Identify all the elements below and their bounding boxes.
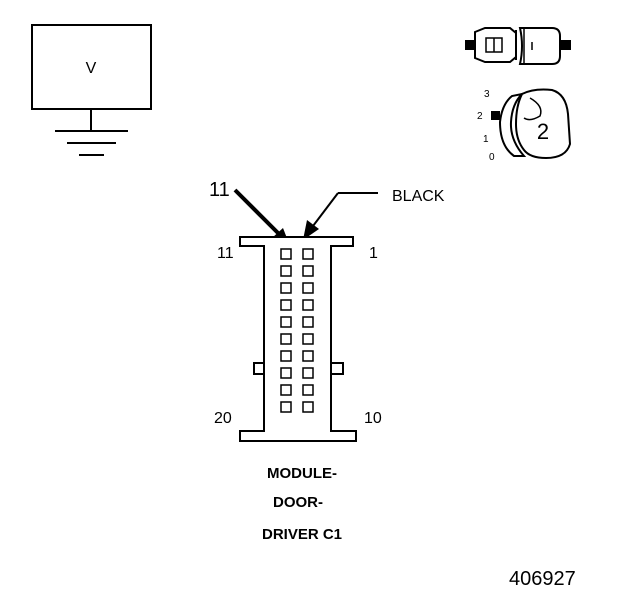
pin-cavity [302,333,314,345]
pin-cavity [280,350,292,362]
pin-cavity [280,316,292,328]
pin-cavity [280,384,292,396]
selector-position-icon: 3 2 1 0 2 [477,88,572,163]
voltmeter-ground-icon: V [31,24,152,156]
pin-label-top-right: 1 [369,245,378,262]
pin-cavity [302,350,314,362]
caption-line-2: DOOR- [273,494,323,511]
pin-label-top-left: 11 [217,245,234,262]
color-callout: BLACK [303,188,445,240]
connector-color-label: BLACK [392,188,445,205]
pin-cavity [302,316,314,328]
selector-position-2: 2 [477,111,483,122]
pin-cavity [280,282,292,294]
pin-cavity [302,367,314,379]
pin-cavity [280,401,292,413]
pin-cavity [280,248,292,260]
pin-cavity [280,333,292,345]
pin-cavity [302,265,314,277]
pin-callout: 11 [209,179,290,246]
figure-number: 406927 [509,568,576,590]
latch-left [253,362,265,375]
pin-cavity [302,282,314,294]
pin-grid [280,248,314,413]
pin-cavity [302,299,314,311]
selector-selected-value: 2 [537,119,549,144]
connector-body [239,236,357,442]
selector-position-3: 3 [484,89,490,100]
caption-line-1: MODULE- [267,465,337,482]
latch-right [330,362,344,375]
caption-line-3: DRIVER C1 [262,526,342,543]
voltmeter-symbol: V [86,60,97,77]
callout-number: 11 [209,179,230,201]
pin-cavity [280,367,292,379]
pin-cavity [302,401,314,413]
pin-cavity [280,299,292,311]
pin-cavity [280,265,292,277]
pin-cavity [302,384,314,396]
connector-disconnect-icon [465,27,571,65]
selector-position-0: 0 [489,152,495,163]
pin-label-bottom-left: 20 [214,410,232,427]
pin-cavity [302,248,314,260]
pin-label-bottom-right: 10 [364,410,382,427]
selector-position-1: 1 [483,134,489,145]
